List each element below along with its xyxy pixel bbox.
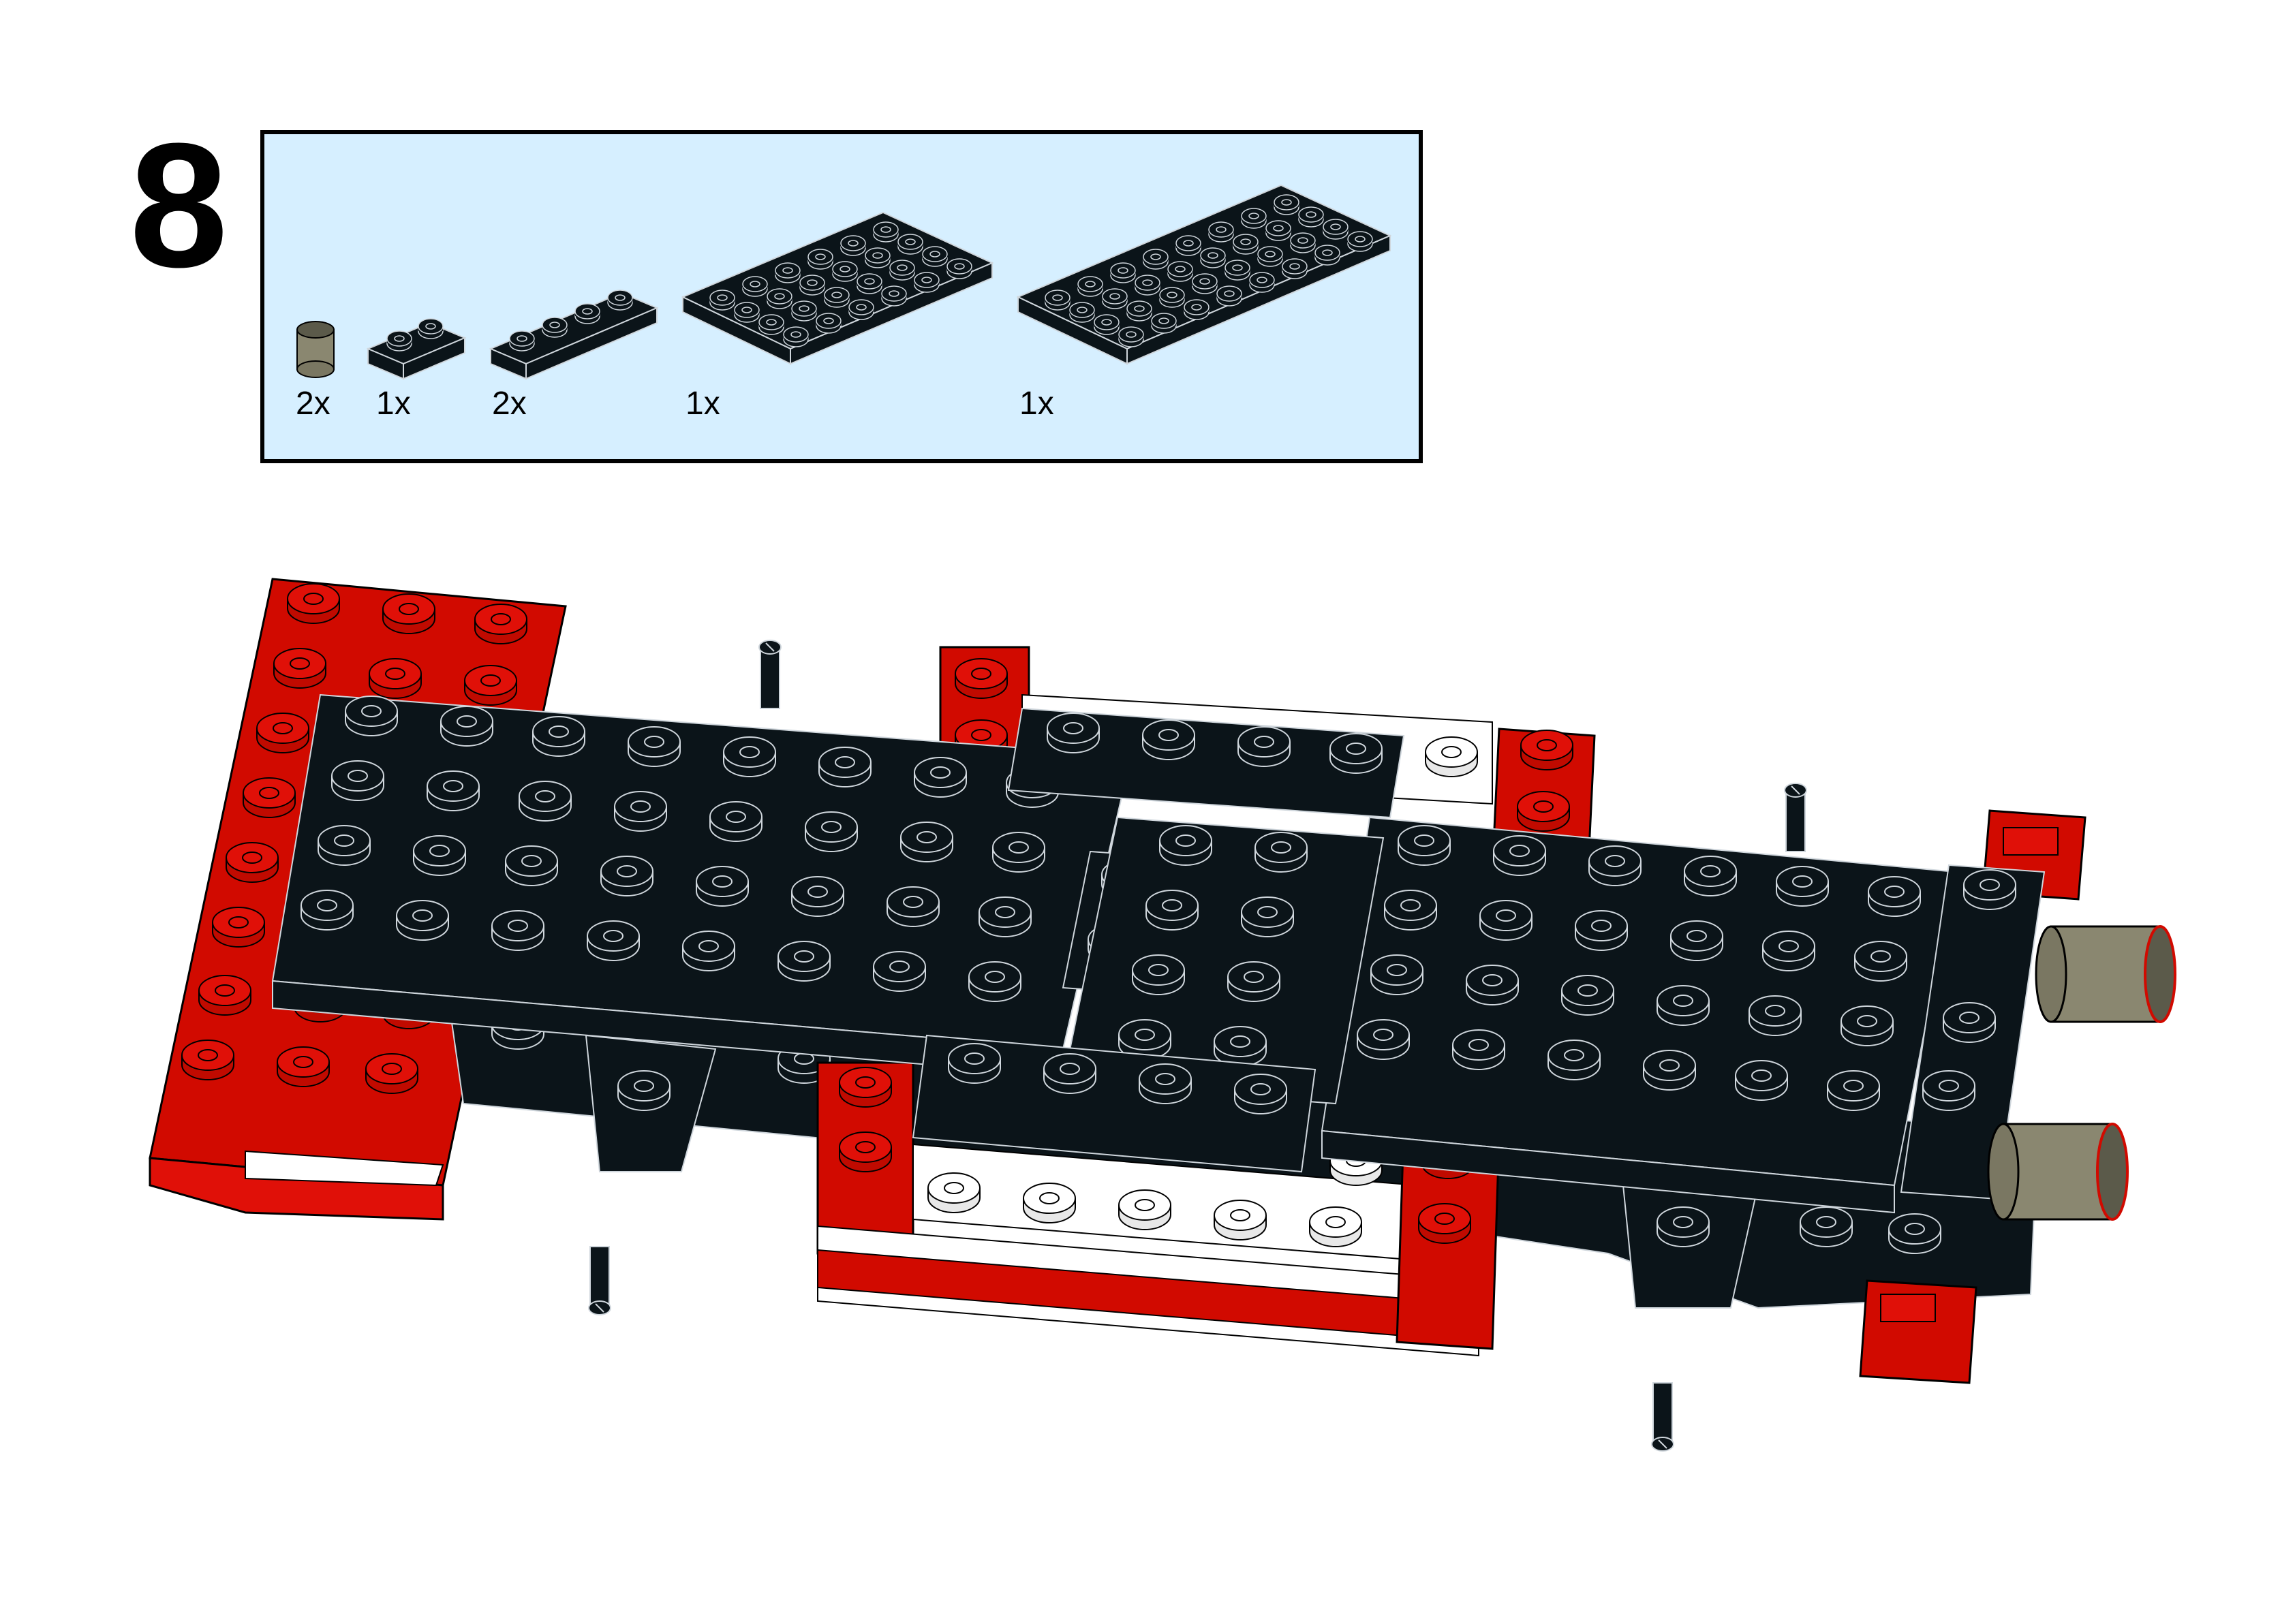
part-icon-plate-4x8 bbox=[1016, 184, 1392, 365]
part-qty: 1x bbox=[1019, 386, 1054, 422]
part-qty: 1x bbox=[376, 386, 411, 422]
part-qty: 1x bbox=[686, 386, 720, 422]
part-qty: 2x bbox=[492, 386, 527, 422]
black-plate-4x8-left bbox=[271, 693, 1133, 1078]
assembly-model bbox=[149, 578, 2176, 1452]
part-icon-round-brick bbox=[296, 321, 335, 378]
tan-round-bricks bbox=[1987, 925, 2176, 1221]
black-plate-1x4-bottom bbox=[912, 1034, 1316, 1173]
part-qty: 2x bbox=[296, 386, 330, 422]
black-plate-2x4-middle bbox=[1062, 816, 1385, 1105]
part-icon-plate-4x6 bbox=[681, 211, 994, 365]
axle-pins bbox=[585, 640, 1807, 1452]
black-plate-1x4-top bbox=[1007, 707, 1405, 819]
part-icon-plate-1x2 bbox=[366, 318, 467, 380]
part-icon-plate-1x4 bbox=[489, 290, 659, 380]
black-plate-4x6-right bbox=[1321, 816, 1957, 1214]
step-number: 8 bbox=[129, 107, 228, 304]
